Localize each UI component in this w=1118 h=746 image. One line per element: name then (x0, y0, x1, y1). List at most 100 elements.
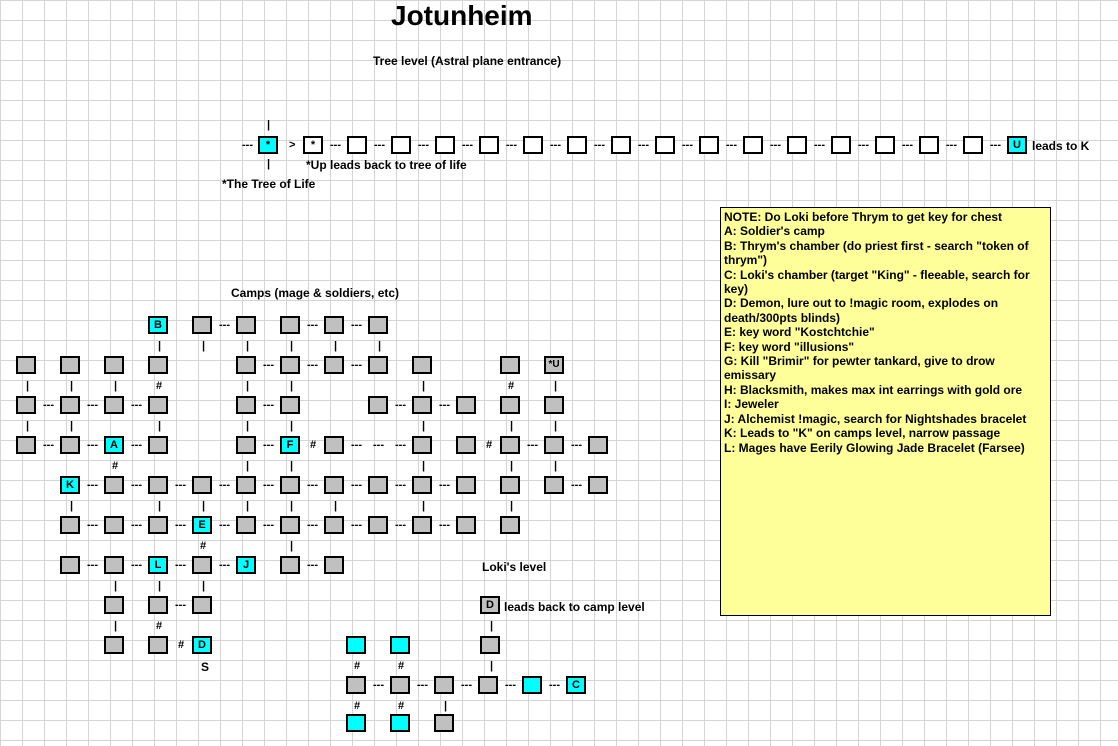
room (192, 316, 212, 334)
room (192, 556, 212, 574)
horizontal-connector: --- (682, 139, 693, 151)
vertical-connector: | (490, 620, 494, 632)
door-marker: # (156, 620, 163, 632)
room (368, 476, 388, 494)
vertical-connector: | (158, 580, 162, 592)
room (412, 356, 432, 374)
vertical-connector: | (70, 380, 74, 392)
door-marker: # (112, 460, 119, 472)
vertical-connector: | (246, 500, 250, 512)
room (104, 396, 124, 414)
note-line: D: Demon, lure out to !magic room, explo… (724, 296, 999, 325)
horizontal-connector: --- (351, 479, 362, 491)
room (16, 356, 36, 374)
room (104, 356, 124, 374)
horizontal-connector: --- (219, 559, 230, 571)
room-d: D (480, 596, 500, 614)
vertical-connector: | (554, 420, 558, 432)
room (588, 436, 608, 454)
room (368, 316, 388, 334)
room (919, 136, 939, 154)
horizontal-connector: --- (330, 139, 341, 151)
horizontal-connector: --- (439, 479, 450, 491)
vertical-connector: | (422, 420, 426, 432)
horizontal-connector: --- (351, 359, 362, 371)
room (480, 636, 500, 654)
room (236, 316, 256, 334)
horizontal-connector: --- (770, 139, 781, 151)
horizontal-connector: --- (506, 139, 517, 151)
horizontal-connector: --- (219, 519, 230, 531)
vertical-connector: | (290, 460, 294, 472)
room (280, 476, 300, 494)
room (60, 556, 80, 574)
room (743, 136, 763, 154)
door-marker: # (310, 439, 317, 451)
lokis-level-label: Loki's level (482, 560, 547, 574)
room (544, 476, 564, 494)
horizontal-connector: --- (351, 519, 362, 531)
vertical-connector: | (70, 420, 74, 432)
note-line: E: key word "Kostchtchie" (724, 325, 875, 340)
s-marker: S (201, 660, 210, 674)
door-marker: # (200, 540, 207, 552)
horizontal-connector: --- (946, 139, 957, 151)
room (456, 476, 476, 494)
room (368, 356, 388, 374)
horizontal-connector: --- (505, 679, 516, 691)
room (567, 136, 587, 154)
room (236, 356, 256, 374)
vertical-connector: | (158, 340, 162, 352)
horizontal-connector: --- (418, 139, 429, 151)
room (390, 676, 410, 694)
tree-of-life-note: *The Tree of Life (222, 177, 316, 191)
note-line: C: Loki's chamber (target "King" - fleea… (724, 267, 1030, 297)
room (544, 436, 564, 454)
tree-level-label: Tree level (Astral plane entrance) (373, 54, 562, 68)
room (104, 516, 124, 534)
room (104, 556, 124, 574)
room (346, 676, 366, 694)
room (500, 396, 520, 414)
note-line: NOTE: Do Loki before Thrym to get key fo… (724, 210, 1003, 224)
room (280, 516, 300, 534)
room (787, 136, 807, 154)
horizontal-connector: --- (990, 139, 1001, 151)
room (280, 396, 300, 414)
vertical-connector: | (246, 380, 250, 392)
note-line: B: Thrym's chamber (do priest first - se… (724, 238, 1029, 268)
note-line: L: Mages have Eerily Glowing Jade Bracel… (724, 440, 1025, 455)
vertical-connector: | (202, 500, 206, 512)
horizontal-connector: --- (131, 519, 142, 531)
room (544, 396, 564, 414)
horizontal-connector: --- (462, 139, 473, 151)
vertical-connector: | (510, 460, 514, 472)
room (611, 136, 631, 154)
horizontal-connector: --- (263, 399, 274, 411)
arrow-marker: > (289, 139, 296, 151)
room (699, 136, 719, 154)
horizontal-connector: --- (219, 479, 230, 491)
room (104, 476, 124, 494)
room (16, 436, 36, 454)
room (412, 516, 432, 534)
room (60, 356, 80, 374)
room-e: E (192, 516, 212, 534)
room-d: D (192, 636, 212, 654)
door-marker: # (354, 700, 361, 712)
room-u: U (1007, 136, 1027, 154)
horizontal-connector: --- (373, 679, 384, 691)
horizontal-connector: --- (87, 519, 98, 531)
room (236, 476, 256, 494)
room (148, 356, 168, 374)
horizontal-connector: --- (131, 399, 142, 411)
room-l: L (148, 556, 168, 574)
note-line: A: Soldier's camp (724, 224, 825, 239)
room (346, 636, 366, 654)
room (500, 476, 520, 494)
room (368, 516, 388, 534)
room (324, 516, 344, 534)
vertical-connector: | (158, 500, 162, 512)
horizontal-connector: --- (219, 319, 230, 331)
room (390, 636, 410, 654)
